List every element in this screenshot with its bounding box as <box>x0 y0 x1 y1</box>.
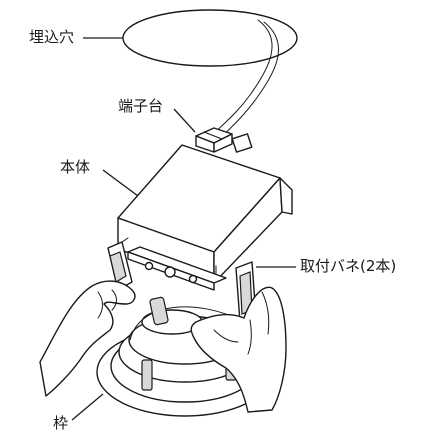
label-ceiling-hole: 埋込穴 <box>29 28 75 46</box>
leader-body <box>102 169 139 197</box>
label-body: 本体 <box>60 158 91 176</box>
label-frame: 枠 <box>53 414 69 432</box>
label-terminal-block: 端子台 <box>118 97 164 115</box>
mounting-spring-left <box>107 237 133 291</box>
leader-terminal-block <box>173 108 196 133</box>
left-hand <box>39 280 136 397</box>
mounting-plate <box>127 246 227 291</box>
right-hand <box>190 286 287 413</box>
leader-frame <box>71 393 104 421</box>
label-mounting-spring: 取付バネ(2本) <box>300 257 397 275</box>
terminal-block-shape <box>195 127 253 153</box>
